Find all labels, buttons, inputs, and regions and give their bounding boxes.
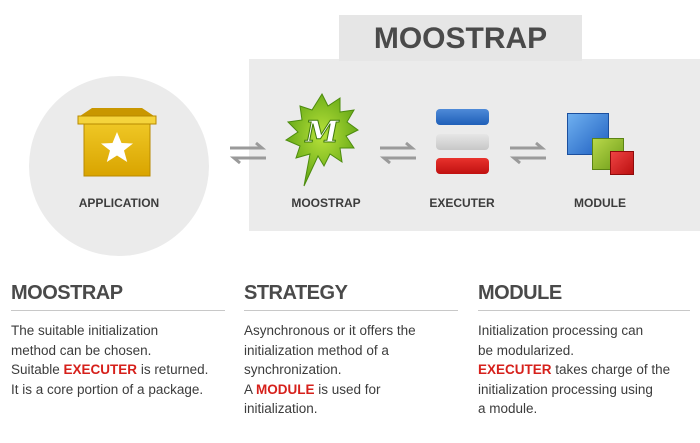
bidirectional-arrows-icon (509, 142, 547, 164)
executer-bar-gray (436, 134, 489, 150)
column-text-line: be modularized. (478, 341, 690, 361)
moostrap-node-label: MOOSTRAP (291, 196, 361, 210)
text-segment: initialization method of a (244, 342, 389, 358)
bidirectional-arrows-icon (379, 142, 417, 164)
text-segment: is used for (314, 381, 381, 397)
text-segment: initialization. (244, 401, 318, 416)
text-segment: The suitable initialization (11, 323, 159, 338)
column-text: Asynchronous or it offers the initializat… (244, 321, 458, 419)
text-segment: takes charge of the (551, 362, 671, 377)
module-label: MODULE (574, 196, 626, 210)
text-segment: Asynchronous or it offers the (244, 323, 416, 338)
column-text-line: EXECUTER takes charge of the (478, 360, 690, 380)
column-text: The suitable initialization method can be… (11, 321, 225, 399)
text-segment: A (244, 381, 257, 397)
keyword-highlight: EXECUTER (478, 362, 552, 377)
column-text-line: Initialization processing can (478, 321, 690, 341)
application-label: APPLICATION (78, 196, 160, 210)
text-segment: initialization processing using (478, 381, 653, 397)
executer-label: EXECUTER (429, 196, 495, 210)
column-text-line: initialization. (244, 399, 458, 419)
executer-bar-red (436, 158, 489, 174)
moostrap-logo-icon: M (284, 92, 359, 187)
column-strategy: STRATEGY Asynchronous or it offers the in… (244, 282, 458, 419)
column-text-line: The suitable initialization (11, 321, 225, 341)
column-text-line: A MODULE is used for (244, 380, 458, 400)
keyword-highlight: MODULE (256, 381, 315, 397)
moostrap-logo-letter: M (304, 115, 339, 150)
column-text-line: Suitable EXECUTER is returned. (11, 360, 225, 380)
moostrap-group-tab (339, 15, 582, 61)
package-box-icon (77, 108, 157, 177)
text-segment: It is a core portion of a package. (11, 381, 204, 397)
column-text-line: method can be chosen. (11, 341, 225, 361)
column-text-line: Asynchronous or it offers the (244, 321, 458, 341)
column-module: MODULE Initialization processing can be m… (478, 282, 690, 419)
column-text-line: a module. (478, 399, 690, 419)
column-text: Initialization processing can be modulari… (478, 321, 690, 419)
column-text-line: initialization method of a (244, 341, 458, 361)
text-segment: be modularized. (478, 342, 575, 358)
text-segment: a module. (478, 401, 538, 416)
column-text-line: It is a core portion of a package. (11, 380, 225, 400)
executer-bar-blue (436, 109, 489, 125)
bidirectional-arrows-icon (229, 142, 267, 164)
column-title: STRATEGY (244, 282, 348, 304)
column-text-line: synchronization. (244, 360, 458, 380)
column-moostrap: MOOSTRAP The suitable initialization meth… (11, 282, 225, 399)
moostrap-group-title: MOOSTRAP (373, 22, 548, 55)
text-segment: Initialization processing can (478, 323, 644, 338)
column-divider (11, 310, 225, 311)
module-square-red-icon (610, 151, 634, 175)
column-title: MODULE (478, 282, 562, 304)
column-title: MOOSTRAP (11, 282, 123, 304)
text-segment: Suitable (11, 362, 64, 377)
text-segment: synchronization. (244, 362, 342, 377)
text-segment: is returned. (137, 362, 209, 377)
column-divider (244, 310, 458, 311)
column-divider (478, 310, 690, 311)
keyword-highlight: EXECUTER (63, 362, 138, 377)
column-text-line: initialization processing using (478, 380, 690, 400)
text-segment: method can be chosen. (11, 342, 152, 358)
